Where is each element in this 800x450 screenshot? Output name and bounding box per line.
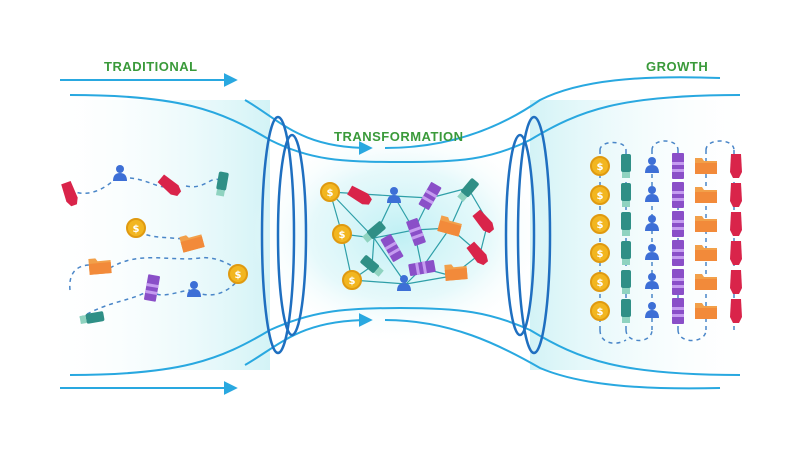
arrow-icon [244,99,373,155]
usb-drive-icon [621,212,631,236]
usb-drive-icon [621,154,631,178]
coin-icon [320,182,340,202]
book-icon [672,269,684,295]
center-glow [250,125,550,345]
coin-icon [590,272,610,292]
book-icon [672,298,684,324]
coin-icon [332,224,352,244]
growth-label: GROWTH [646,59,709,74]
coin-icon [590,301,610,321]
red-device-icon [730,270,742,294]
usb-drive-icon [621,241,631,265]
red-device-icon [730,241,742,265]
transformation-rings [260,115,552,355]
right-glow [530,100,760,370]
red-device-icon [730,212,742,236]
book-icon [672,153,684,179]
funnel-outline [60,73,741,395]
transformation-label: TRANSFORMATION [334,129,464,144]
transformation-section [320,177,497,291]
book-icon [672,182,684,208]
coin-icon [342,270,362,290]
traditional-section [60,165,248,326]
book-icon [672,240,684,266]
coin-icon [590,156,610,176]
coin-icon [590,243,610,263]
coin-icon [228,264,248,284]
red-device-icon [730,183,742,207]
coin-icon [590,185,610,205]
usb-drive-icon [621,270,631,294]
usb-drive-icon [621,183,631,207]
red-device-icon [730,299,742,323]
left-glow [40,100,270,370]
coin-icon [126,218,146,238]
book-icon [672,211,684,237]
growth-section [590,140,742,344]
usb-drive-icon [621,299,631,323]
coin-icon [590,214,610,234]
traditional-label: TRADITIONAL [104,59,198,74]
red-device-icon [730,154,742,178]
